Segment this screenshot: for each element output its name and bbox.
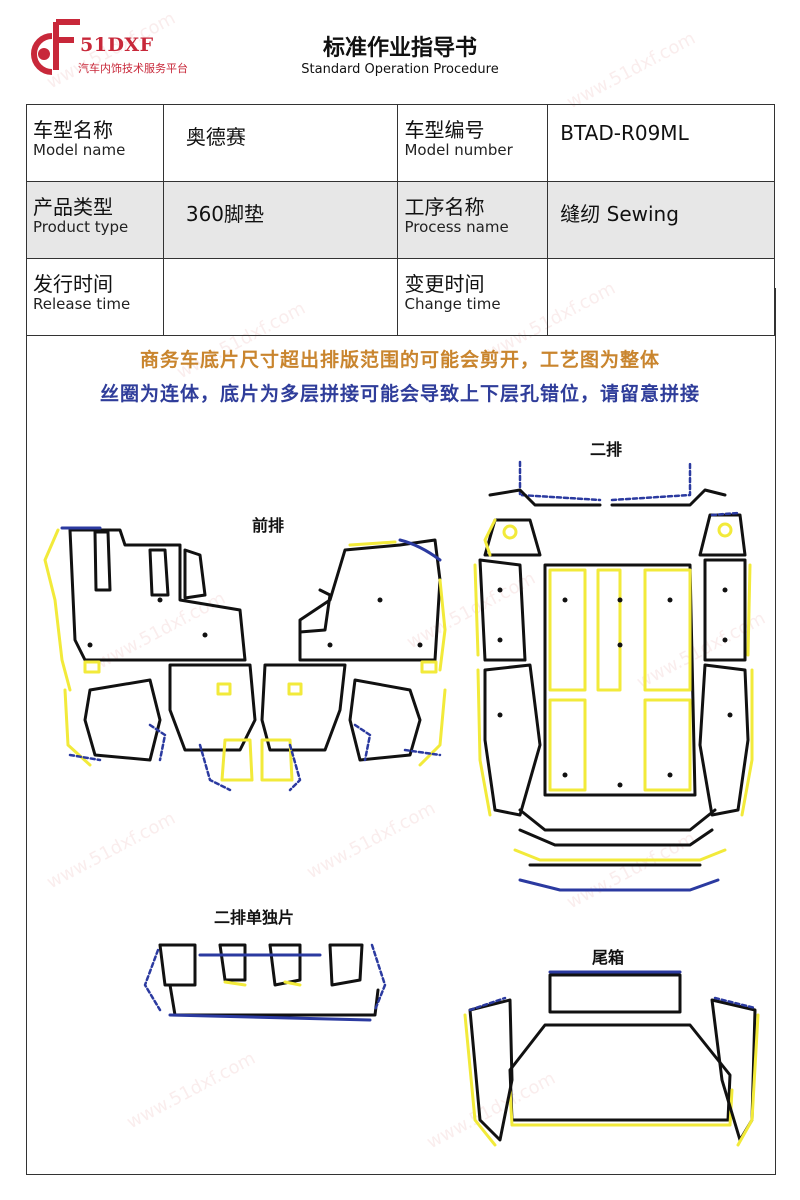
product-type-value: 360脚垫 [162, 181, 399, 259]
label-en: Release time [33, 295, 131, 313]
section-label-second-row-single: 二排单独片 [214, 908, 295, 927]
label-zh: 变更时间 [404, 272, 485, 296]
product-type-label: 产品类型 Product type [26, 181, 164, 259]
info-row: 发行时间 Release time 变更时间 Change time [26, 258, 775, 336]
label-en: Model number [404, 141, 513, 159]
label-zh: 车型编号 [404, 118, 485, 142]
section-label-trunk: 尾箱 [592, 948, 625, 967]
model-name-label: 车型名称 Model name [26, 104, 164, 182]
info-row: 车型名称 Model name 奥德赛 车型编号 Model number BT… [26, 104, 775, 182]
label-zh: 车型名称 [33, 118, 113, 142]
release-time-value [162, 258, 399, 336]
page-subtitle: Standard Operation Procedure [301, 62, 499, 77]
label-en: Product type [33, 218, 129, 236]
section-label-front-row: 前排 [252, 516, 285, 535]
label-en: Model name [33, 141, 126, 159]
brand-slogan: 汽车内饰技术服务平台 [78, 62, 188, 75]
brand-logo [31, 19, 80, 75]
label-zh: 工序名称 [404, 195, 485, 219]
second-row-single-pieces-pattern [143, 943, 387, 1022]
change-time-value [547, 258, 775, 336]
process-note-line-1: 商务车底片尺寸超出排版范围的可能会剪开，工艺图为整体 [139, 349, 660, 371]
process-name-value: 缝纫 Sewing [547, 181, 775, 259]
section-label-second-row: 二排 [590, 440, 623, 459]
label-en: Change time [404, 295, 501, 313]
second-row-mat-pattern [473, 460, 754, 892]
release-time-label: 发行时间 Release time [26, 258, 164, 336]
info-row: 产品类型 Product type 360脚垫 工序名称 Process nam… [26, 181, 775, 259]
brand-name: 51DXF [80, 34, 154, 56]
info-table: 车型名称 Model name 奥德赛 车型编号 Model number BT… [26, 104, 775, 336]
model-name-value: 奥德赛 [162, 104, 399, 182]
process-note-line-2: 丝圈为连体，底片为多层拼接可能会导致上下层孔错位，请留意拼接 [99, 383, 700, 405]
label-en: Process name [404, 218, 509, 236]
page-title: 标准作业指导书 [322, 36, 477, 61]
trunk-mat-pattern [463, 970, 760, 1147]
process-name-label: 工序名称 Process name [397, 181, 549, 259]
label-zh: 发行时间 [33, 272, 113, 296]
front-row-mat-pattern [43, 526, 447, 792]
model-number-value: BTAD-R09ML [547, 104, 775, 182]
label-zh: 产品类型 [33, 195, 113, 219]
drawing-frame [26, 288, 776, 1175]
change-time-label: 变更时间 Change time [397, 258, 549, 336]
